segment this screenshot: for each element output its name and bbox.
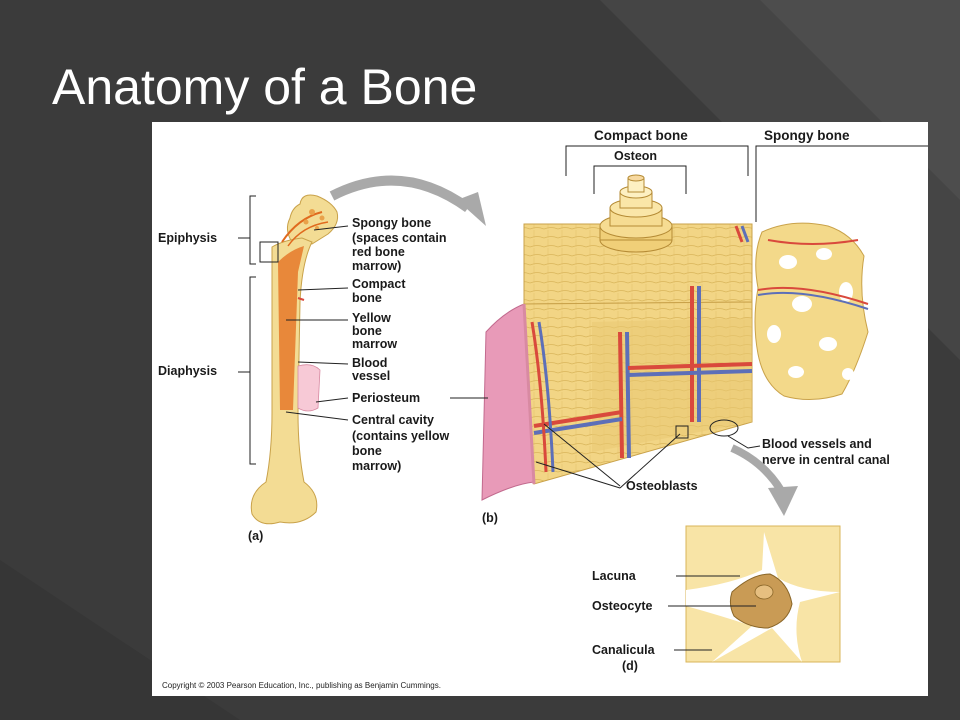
- label-osteoblasts: Osteoblasts: [626, 479, 698, 493]
- label-panel-a: (a): [248, 529, 263, 543]
- slide-title: Anatomy of a Bone: [52, 59, 478, 115]
- label-spongy-bone: Spongy bone (spaces contain red bone mar…: [352, 216, 450, 273]
- label-panel-d: (d): [622, 659, 638, 673]
- label-canalicula: Canalicula: [592, 643, 656, 657]
- label-compact-bone-header: Compact bone: [594, 128, 688, 143]
- copyright-text: Copyright © 2003 Pearson Education, Inc.…: [162, 681, 441, 690]
- label-periosteum: Periosteum: [352, 391, 420, 405]
- compact-bone-block: [481, 174, 753, 501]
- label-panel-b: (b): [482, 511, 498, 525]
- spongy-bone-lattice: [754, 222, 869, 400]
- label-diaphysis: Diaphysis: [158, 364, 217, 378]
- label-osteocyte: Osteocyte: [592, 599, 652, 613]
- label-osteon: Osteon: [614, 149, 657, 163]
- long-bone-illustration: [250, 194, 339, 525]
- label-lacuna: Lacuna: [592, 569, 637, 583]
- label-compact-bone: Compact bone: [352, 277, 409, 305]
- label-spongy-bone-header: Spongy bone: [764, 128, 850, 143]
- osteocyte-detail: [685, 525, 841, 663]
- label-central-cavity: Central cavity (contains yellow bone mar…: [352, 413, 453, 473]
- label-epiphysis: Epiphysis: [158, 231, 217, 245]
- bone-anatomy-figure: Epiphysis Diaphysis Spongy bone (spaces …: [152, 122, 928, 696]
- label-yellow-bone-marrow: Yellow bone marrow: [352, 311, 397, 351]
- arrow-a-to-b: [329, 175, 471, 213]
- label-blood-vessel: Blood vessel: [352, 356, 391, 383]
- arrow-b-to-d: [730, 444, 786, 495]
- label-blood-vessels-nerve: Blood vessels and nerve in central canal: [762, 437, 890, 467]
